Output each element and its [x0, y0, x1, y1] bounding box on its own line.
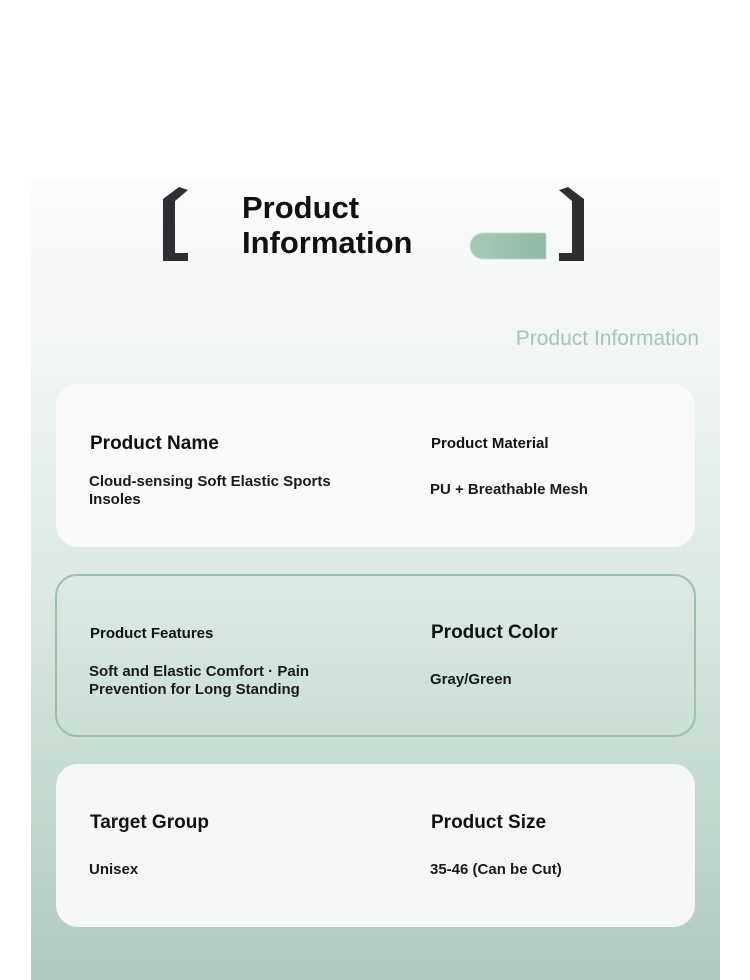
left-bracket-icon	[163, 187, 188, 261]
card-features-color	[55, 574, 696, 737]
product-name-label: Product Name	[90, 433, 219, 454]
product-color-value: Gray/Green	[430, 671, 512, 688]
card-name-material	[56, 384, 695, 547]
product-features-label: Product Features	[90, 625, 214, 642]
subtitle: Product Information	[515, 327, 699, 350]
product-material-label: Product Material	[431, 435, 549, 452]
target-group-label: Target Group	[90, 812, 209, 833]
product-color-label: Product Color	[431, 622, 558, 643]
title-line-1: Product	[242, 190, 360, 225]
decorative-pill	[470, 233, 546, 259]
target-group-value: Unisex	[89, 861, 139, 878]
page-title: Product Information	[242, 190, 413, 260]
product-material-value: PU + Breathable Mesh	[430, 481, 588, 498]
title-line-2: Information	[242, 225, 413, 260]
product-name-value: Cloud-sensing Soft Elastic Sports Insole…	[89, 473, 331, 508]
product-size-label: Product Size	[431, 812, 547, 833]
right-bracket-icon	[559, 187, 584, 261]
product-features-value: Soft and Elastic Comfort · Pain Preventi…	[89, 663, 310, 698]
product-size-value: 35-46 (Can be Cut)	[430, 861, 562, 878]
card-group-size	[56, 764, 695, 927]
